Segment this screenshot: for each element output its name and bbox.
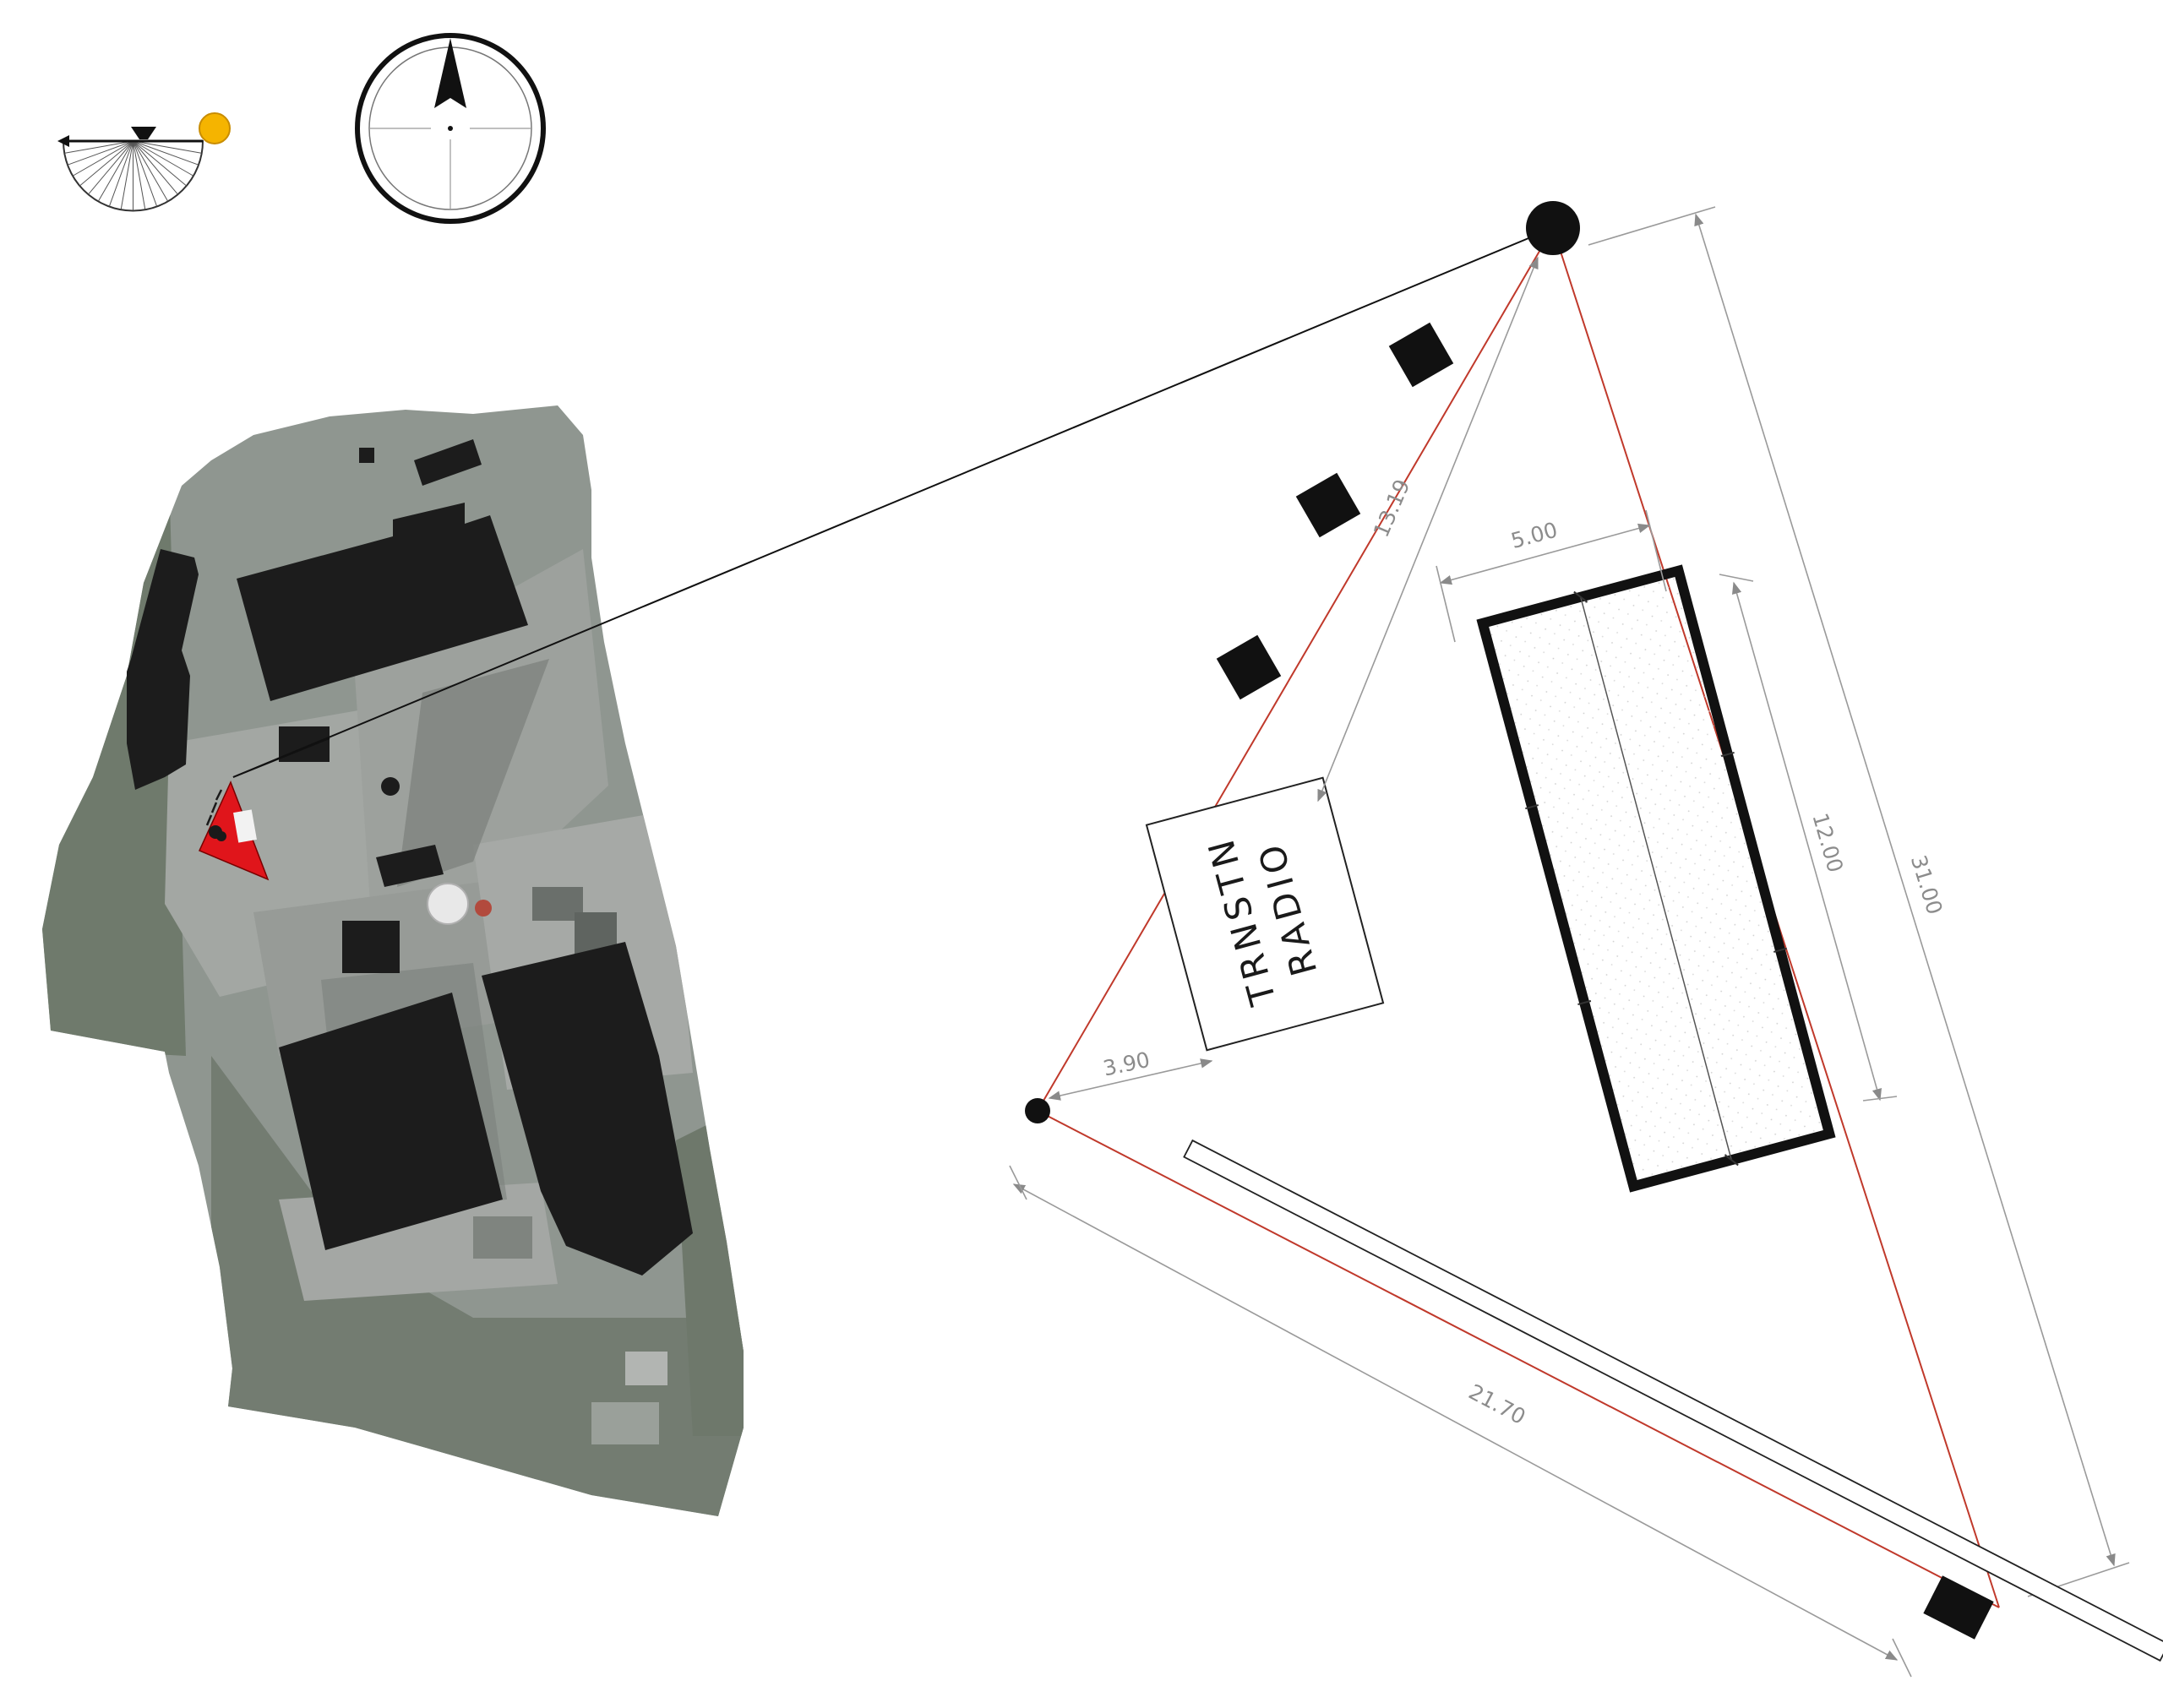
sun-ray: [133, 140, 168, 202]
site-location-marker: [198, 781, 270, 881]
dimension-stage-width: 5.00: [1508, 518, 1560, 553]
sun-ray: [68, 140, 133, 166]
north-arrow-icon: [355, 33, 546, 224]
sun-ray: [133, 140, 158, 207]
aerial-site-map: [42, 405, 744, 1516]
dimension-side-left: 13.19: [1369, 476, 1415, 541]
sun-ray: [133, 140, 187, 187]
sun-path-icon: [57, 112, 231, 212]
sun-ray: [64, 140, 133, 154]
dimension-side-right: 31.00: [1906, 852, 1948, 917]
sun-ray: [108, 140, 133, 207]
sun-ray: [98, 140, 133, 202]
corner-node-top: [1526, 201, 1580, 255]
stage-outline: [1476, 564, 1836, 1193]
sun-ray: [120, 140, 133, 209]
radio-sign: TRNSTN RADIO: [1145, 776, 1385, 1052]
sun-ray: [79, 140, 133, 187]
sun-icon: [199, 112, 231, 144]
corner-node-left: [1025, 1098, 1050, 1123]
sun-ray: [133, 140, 202, 154]
sun-ray: [73, 140, 133, 177]
light-tower: [1295, 472, 1361, 538]
light-tower: [1923, 1575, 1994, 1640]
sun-ray: [133, 140, 193, 177]
sun-ray: [133, 140, 146, 209]
sun-ray: [133, 140, 199, 166]
barrier-strip: [1183, 1139, 2163, 1662]
light-tower: [1216, 634, 1282, 700]
dimension-side-bottom: 21.70: [1465, 1379, 1530, 1429]
sun-ray: [88, 140, 133, 195]
sun-ray: [133, 140, 178, 195]
light-tower: [1388, 322, 1454, 388]
